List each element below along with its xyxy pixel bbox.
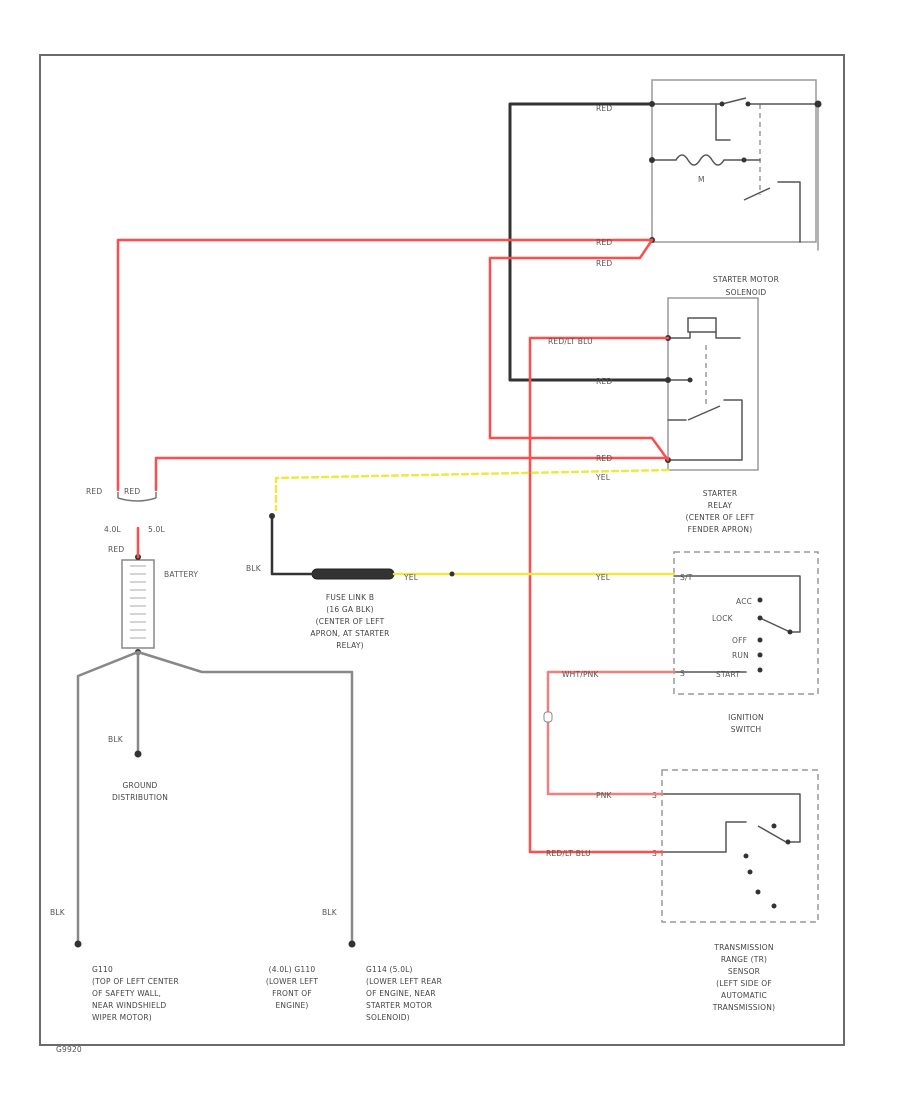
- ignition-position-acc: ACC: [736, 597, 752, 606]
- svg-text:TRANSMISSION: TRANSMISSION: [713, 943, 773, 952]
- ignition-position-start: START: [716, 670, 740, 679]
- label-red-bat-left: RED: [86, 487, 102, 496]
- svg-text:G110: G110: [92, 965, 113, 974]
- label-battery: BATTERY: [164, 570, 198, 579]
- label-red-bat-down: RED: [108, 545, 124, 554]
- svg-text:STARTER MOTOR: STARTER MOTOR: [366, 1001, 432, 1010]
- battery: [121, 554, 155, 655]
- svg-text:(4.0L) G110: (4.0L) G110: [269, 965, 316, 974]
- svg-text:IGNITION: IGNITION: [728, 713, 764, 722]
- label-yel-ignition: YEL: [595, 573, 611, 582]
- wire-labels: RED RED RED RED/LT BLU RED RED YEL RED R…: [50, 104, 613, 917]
- svg-text:STARTER MOTOR: STARTER MOTOR: [713, 275, 779, 284]
- label-red-top: RED: [596, 104, 612, 113]
- label-red-solenoid-1: RED: [596, 238, 612, 247]
- svg-text:(LOWER LEFT REAR: (LOWER LEFT REAR: [366, 977, 442, 986]
- svg-text:ENGINE): ENGINE): [275, 1001, 308, 1010]
- wire-red-solenoid-to-relay: [488, 238, 670, 462]
- svg-text:OF ENGINE, NEAR: OF ENGINE, NEAR: [366, 989, 436, 998]
- label-wht-pnk: WHT/PNK: [562, 670, 599, 679]
- wire-blk-starter-main: [508, 102, 670, 382]
- svg-text:FUSE LINK B: FUSE LINK B: [326, 593, 374, 602]
- svg-text:SWITCH: SWITCH: [731, 725, 762, 734]
- label-blk-ground: BLK: [108, 735, 124, 744]
- caption-fuse-link: FUSE LINK B (16 GA BLK) (CENTER OF LEFT …: [310, 593, 389, 650]
- range-pin-s-upper: S: [652, 791, 657, 800]
- svg-text:RANGE (TR): RANGE (TR): [721, 955, 767, 964]
- wire-red-ltblu: [528, 336, 670, 854]
- ignition-switch: ACC LOCK OFF RUN START S/T S: [673, 551, 819, 695]
- label-yel-relay: YEL: [595, 473, 611, 482]
- wire-blk-fuse: [270, 514, 314, 576]
- starter-motor-solenoid: M: [649, 79, 822, 251]
- svg-text:(TOP OF LEFT CENTER: (TOP OF LEFT CENTER: [92, 977, 179, 986]
- svg-text:TRANSMISSION): TRANSMISSION): [712, 1003, 775, 1012]
- svg-text:DISTRIBUTION: DISTRIBUTION: [112, 793, 168, 802]
- label-red-relay-mid: RED: [596, 377, 612, 386]
- svg-text:(CENTER OF LEFT: (CENTER OF LEFT: [316, 617, 385, 626]
- caption-ignition-switch: IGNITION SWITCH: [728, 713, 764, 734]
- caption-starter-relay: STARTER RELAY (CENTER OF LEFT FENDER APR…: [686, 489, 755, 534]
- transmission-range-sensor: S S: [652, 769, 819, 923]
- svg-text:SENSOR: SENSOR: [728, 967, 760, 976]
- label-blk-fuse: BLK: [246, 564, 262, 573]
- fuse-link-b: [311, 568, 395, 580]
- footer-code: G9920: [56, 1045, 82, 1054]
- wire-blk-ground-left: [76, 650, 140, 946]
- svg-text:SOLENOID: SOLENOID: [726, 288, 767, 297]
- label-blk-left: BLK: [50, 908, 66, 917]
- svg-text:(LOWER LEFT: (LOWER LEFT: [266, 977, 319, 986]
- inline-connector: [543, 711, 553, 723]
- starter-relay: [665, 297, 759, 471]
- svg-text:FRONT OF: FRONT OF: [272, 989, 312, 998]
- label-red-bat-right: RED: [124, 487, 140, 496]
- label-engine-50: 5.0L: [148, 525, 166, 534]
- svg-text:(LEFT SIDE OF: (LEFT SIDE OF: [716, 979, 772, 988]
- svg-text:OF SAFETY WALL,: OF SAFETY WALL,: [92, 989, 161, 998]
- svg-text:APRON, AT STARTER: APRON, AT STARTER: [310, 629, 389, 638]
- wire-blk-ground-right: [136, 650, 354, 946]
- svg-text:GROUND: GROUND: [122, 781, 157, 790]
- svg-text:NEAR WINDSHIELD: NEAR WINDSHIELD: [92, 1001, 166, 1010]
- label-red-ltblu-range: RED/LT BLU: [546, 849, 591, 858]
- ignition-position-lock: LOCK: [712, 614, 734, 623]
- svg-text:STARTER: STARTER: [703, 489, 738, 498]
- caption-ground-right: G114 (5.0L) (LOWER LEFT REAR OF ENGINE, …: [366, 965, 442, 1022]
- wire-red-battery-to-solenoid: [116, 238, 654, 492]
- ignition-position-run: RUN: [732, 651, 749, 660]
- label-blk-mid: BLK: [322, 908, 338, 917]
- svg-text:(16 GA BLK): (16 GA BLK): [326, 605, 374, 614]
- label-engine-40: 4.0L: [104, 525, 122, 534]
- svg-text:G114 (5.0L): G114 (5.0L): [366, 965, 413, 974]
- label-red-relay-low: RED: [596, 454, 612, 463]
- caption-ground-left: G110 (TOP OF LEFT CENTER OF SAFETY WALL,…: [92, 965, 179, 1022]
- caption-ground-distribution: GROUND DISTRIBUTION: [112, 781, 168, 802]
- label-pnk-range: PNK: [596, 791, 613, 800]
- wire-red-battery-to-relay: [154, 456, 670, 492]
- label-red-ltblu-relay: RED/LT BLU: [548, 337, 593, 346]
- svg-text:(CENTER OF LEFT: (CENTER OF LEFT: [686, 513, 755, 522]
- ignition-pin-st: S/T: [680, 573, 693, 582]
- svg-text:WIPER MOTOR): WIPER MOTOR): [92, 1013, 152, 1022]
- diagram-frame: [39, 54, 845, 1046]
- svg-text:FENDER APRON): FENDER APRON): [688, 525, 753, 534]
- svg-text:RELAY: RELAY: [708, 501, 733, 510]
- caption-ground-mid: (4.0L) G110 (LOWER LEFT FRONT OF ENGINE): [266, 965, 319, 1010]
- wire-yel-relay-to-fuse: [274, 468, 670, 512]
- ignition-position-off: OFF: [732, 636, 747, 645]
- svg-text:AUTOMATIC: AUTOMATIC: [721, 991, 767, 1000]
- svg-text:RELAY): RELAY): [336, 641, 364, 650]
- caption-transmission-range-sensor: TRANSMISSION RANGE (TR) SENSOR (LEFT SID…: [712, 943, 775, 1012]
- label-red-solenoid-2: RED: [596, 259, 612, 268]
- range-pin-s-lower: S: [652, 849, 657, 858]
- ignition-pin-s: S: [680, 669, 685, 678]
- motor-symbol-label: M: [698, 175, 705, 184]
- svg-text:SOLENOID): SOLENOID): [366, 1013, 410, 1022]
- caption-starter-solenoid: STARTER MOTOR SOLENOID: [713, 275, 779, 297]
- wire-wht-pnk: [546, 670, 676, 796]
- label-yel-fuse: YEL: [403, 573, 419, 582]
